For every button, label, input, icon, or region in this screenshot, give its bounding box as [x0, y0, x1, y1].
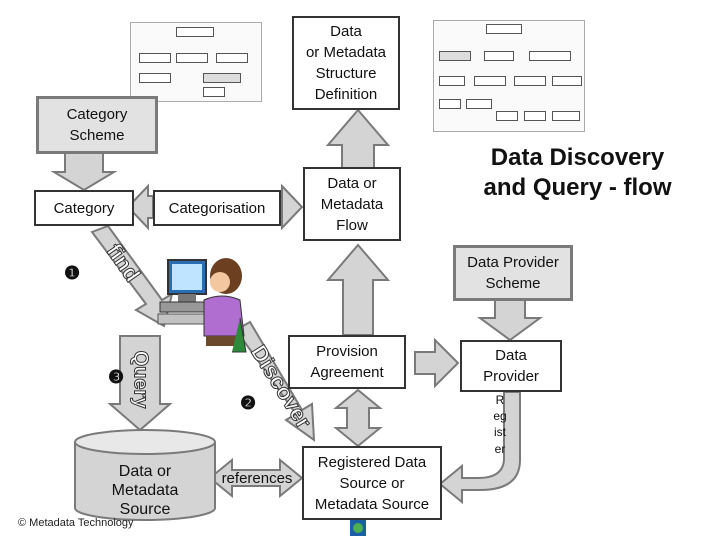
- logo-icon: [350, 520, 366, 536]
- data-source-label: Data or Metadata Source: [111, 463, 179, 519]
- provider-scheme-box[interactable]: Data Provider Scheme: [453, 245, 573, 301]
- category-box[interactable]: Category: [34, 190, 134, 226]
- register-label: Register: [493, 393, 507, 456]
- data-source-cylinder: [74, 429, 216, 521]
- step-3-marker: ❸: [108, 367, 125, 387]
- registered-source-box[interactable]: Registered Data Source or Metadata Sourc…: [302, 446, 442, 520]
- diagram-title: Data Discovery and Query - flow: [483, 144, 672, 201]
- references-label: references: [221, 470, 293, 487]
- provision-agreement-box[interactable]: Provision Agreement: [288, 335, 406, 389]
- copyright-notice: © Metadata Technology: [18, 517, 134, 529]
- data-provider-box[interactable]: Data Provider: [460, 340, 562, 392]
- step-2-marker: ❷: [240, 393, 257, 413]
- computer-user-icon: [157, 258, 247, 353]
- arrow-categorisation-dataflow: [281, 183, 304, 231]
- categorisation-box[interactable]: Categorisation: [153, 190, 281, 226]
- arrow-discover: [234, 320, 316, 443]
- arrow-scheme-to-category: [50, 151, 118, 192]
- arrow-provision-to-provider: [414, 337, 460, 389]
- arrow-register: [438, 391, 521, 505]
- step-1-marker: ❶: [64, 263, 81, 283]
- arrow-provision-registered: [333, 388, 383, 448]
- arrow-scheme-to-provider: [476, 299, 544, 342]
- dsd-thumbnail-left: [130, 22, 262, 102]
- dataflow-box[interactable]: Data or Metadata Flow: [303, 167, 401, 241]
- dsd-thumbnail-right: [433, 20, 585, 132]
- query-label: Query: [129, 350, 152, 409]
- arrow-query: [107, 335, 173, 432]
- arrow-provision-to-dataflow: [325, 243, 391, 336]
- category-scheme-box[interactable]: Category Scheme: [36, 96, 158, 154]
- dsd-box[interactable]: Data or Metadata Structure Definition: [292, 16, 400, 110]
